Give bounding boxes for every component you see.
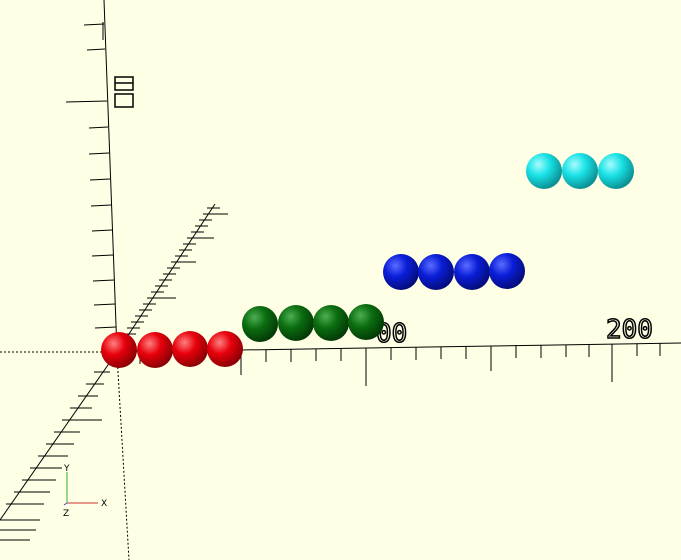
sphere-green-2[interactable] (278, 305, 314, 341)
sphere-row-green[interactable] (242, 304, 384, 342)
sphere-blue-2[interactable] (418, 254, 454, 290)
z-axis-back (116, 203, 228, 353)
sphere-row-blue[interactable] (383, 253, 525, 290)
gizmo-z-label: Z (63, 509, 69, 519)
sphere-cyan-1[interactable] (526, 153, 562, 189)
z-axis-front (0, 351, 118, 541)
sphere-green-3[interactable] (313, 305, 349, 341)
y-axis-label (114, 76, 134, 108)
sphere-blue-3[interactable] (454, 254, 490, 290)
sphere-red-1[interactable] (101, 332, 137, 368)
y-axis (65, 0, 118, 353)
gizmo-z-axis (63, 502, 68, 506)
sphere-red-2[interactable] (137, 332, 173, 368)
orientation-gizmo: X Y Z (63, 464, 107, 519)
sphere-green-4[interactable] (348, 304, 384, 340)
sphere-blue-1[interactable] (383, 254, 419, 290)
sphere-row-red[interactable] (101, 331, 243, 368)
sphere-green-1[interactable] (242, 306, 278, 342)
gizmo-x-label: X (101, 499, 107, 509)
sphere-cyan-2[interactable] (562, 153, 598, 189)
x-label-200: 200 (606, 315, 653, 345)
sphere-cyan-3[interactable] (598, 153, 634, 189)
sphere-red-4[interactable] (207, 331, 243, 367)
x-axis-labels: 00 200 (375, 314, 653, 350)
sphere-red-3[interactable] (172, 331, 208, 367)
sphere-blue-4[interactable] (489, 253, 525, 289)
gizmo-y-label: Y (63, 464, 70, 474)
sphere-row-cyan[interactable] (526, 153, 634, 189)
